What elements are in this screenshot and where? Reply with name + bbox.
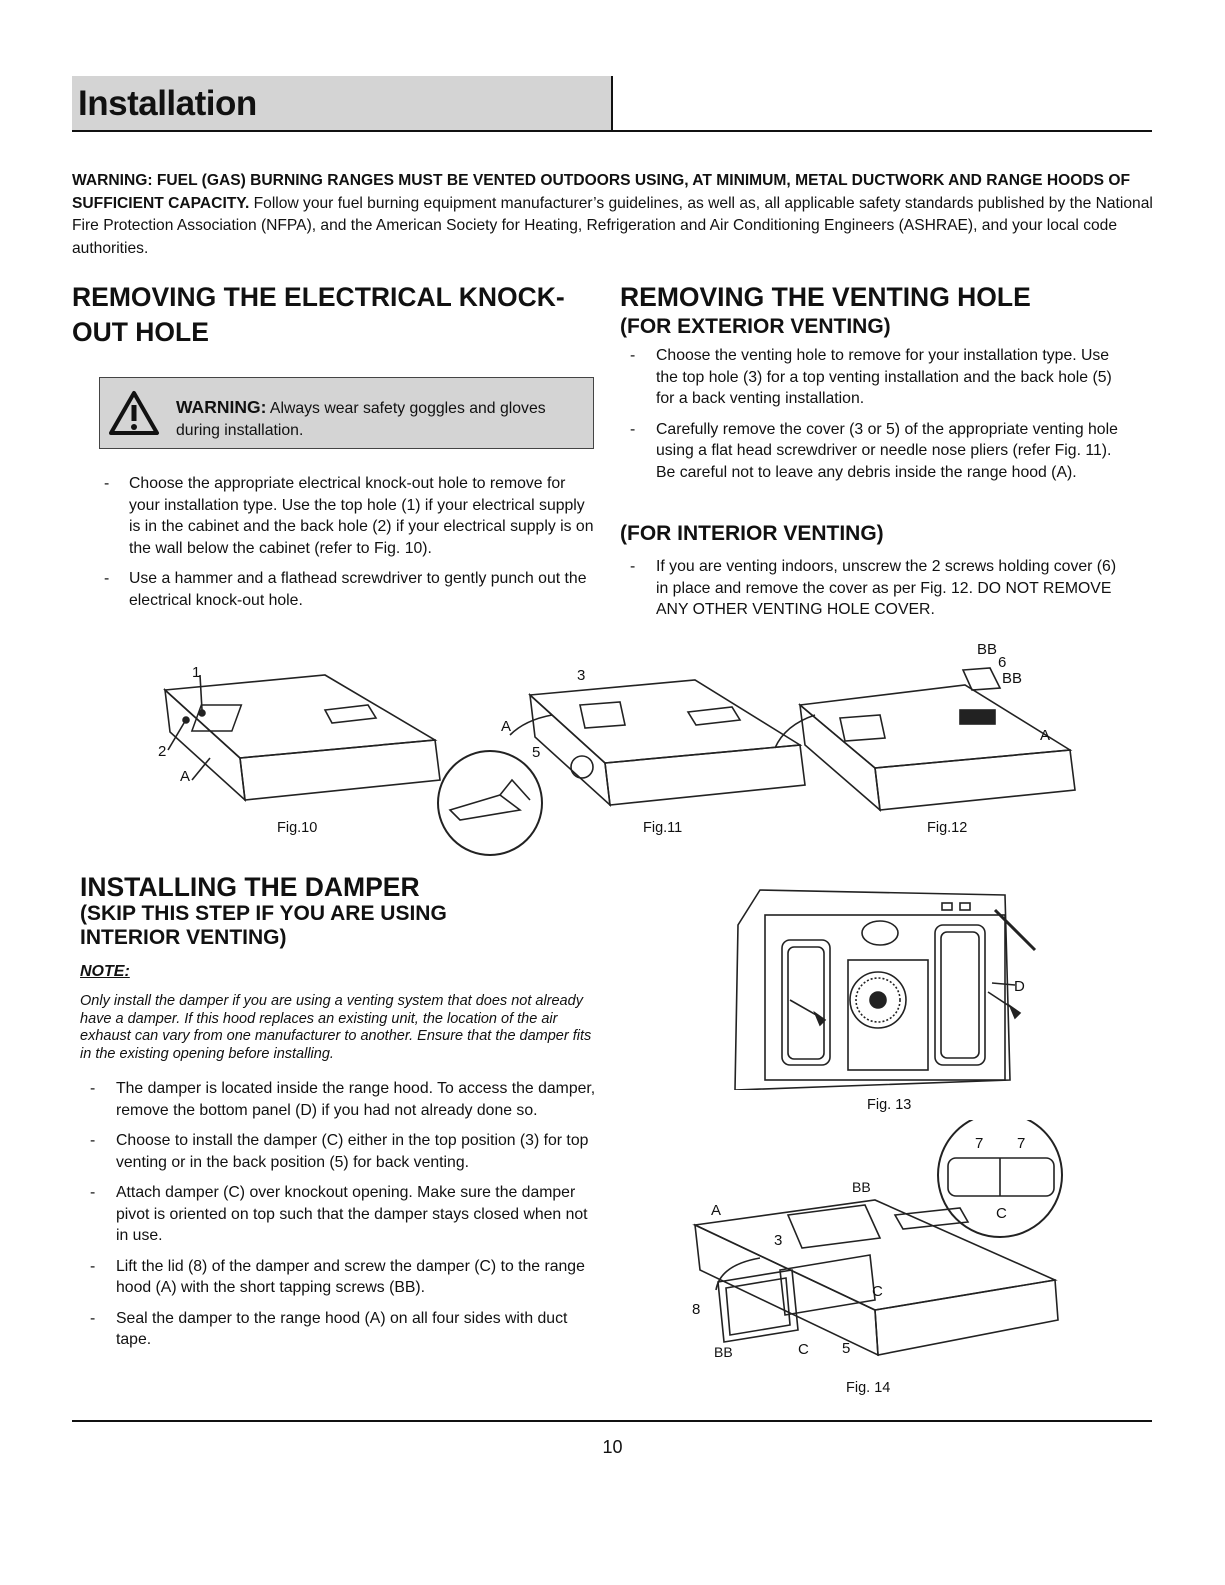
warning-triangle-icon	[109, 391, 159, 435]
fig11-label-5: 5	[532, 744, 540, 761]
header-bar	[72, 76, 613, 131]
fig14-drawing: 7 7 C BB A 3 C 8 BB C 5	[692, 1120, 1063, 1360]
fig11-hood-drawing	[437, 679, 806, 856]
interior-steps: If you are venting indoors, unscrew the …	[620, 556, 1130, 630]
damper-steps: The damper is located inside the range h…	[72, 1078, 597, 1360]
page-title: Installation	[78, 84, 257, 123]
fuel-warning: WARNING: FUEL (GAS) BURNING RANGES MUST …	[72, 170, 1162, 260]
knockout-title-line1: REMOVING THE ELECTRICAL KNOCK-	[72, 282, 565, 312]
list-item: Lift the lid (8) of the damper and screw…	[72, 1256, 597, 1299]
safety-warning-box: WARNING: Always wear safety goggles and …	[99, 377, 594, 449]
fig10-label-2: 2	[158, 743, 166, 760]
list-item: Choose the venting hole to remove for yo…	[620, 345, 1125, 410]
figures-10-12: 1 2 A 3 A 5 BB 6 BB A	[158, 641, 1076, 856]
fig13-caption: Fig. 13	[867, 1097, 912, 1113]
damper-subtitle-line2: INTERIOR VENTING)	[80, 926, 287, 949]
interior-venting-title: (FOR INTERIOR VENTING)	[620, 522, 884, 545]
fuel-warning-text: Follow your fuel burning equipment manuf…	[72, 194, 1153, 257]
fig14-label-7-right: 7	[1017, 1135, 1025, 1152]
venting-section: REMOVING THE VENTING HOLE (FOR EXTERIOR …	[620, 280, 1160, 339]
footer-rule	[72, 1420, 1152, 1422]
fig14-label-a: A	[711, 1202, 721, 1219]
page-number: 10	[602, 1437, 623, 1457]
knockout-section: REMOVING THE ELECTRICAL KNOCK- OUT HOLE	[72, 280, 612, 350]
list-item: Attach damper (C) over knockout opening.…	[72, 1182, 597, 1247]
exterior-steps: Choose the venting hole to remove for yo…	[620, 345, 1125, 492]
note-label: NOTE:	[80, 963, 130, 980]
header-rule	[72, 130, 1152, 132]
list-item: Use a hammer and a flathead screwdriver …	[72, 568, 600, 611]
fig10-label-a: A	[180, 768, 190, 785]
fig11-label-3: 3	[577, 667, 585, 684]
fig14-label-3: 3	[774, 1232, 782, 1249]
fig14-label-c-bottom: C	[798, 1341, 809, 1358]
damper-title: INSTALLING THE DAMPER	[80, 872, 420, 902]
fig14-label-5: 5	[842, 1340, 850, 1357]
list-item: Choose to install the damper (C) either …	[72, 1130, 597, 1173]
list-item: Carefully remove the cover (3 or 5) of t…	[620, 419, 1125, 484]
fig10-label-1: 1	[192, 664, 200, 681]
list-item: If you are venting indoors, unscrew the …	[620, 556, 1130, 621]
exterior-venting-title: (FOR EXTERIOR VENTING)	[620, 315, 891, 338]
fig13-label-d: D	[1014, 978, 1025, 995]
damper-subtitle-line1: (SKIP THIS STEP IF YOU ARE USING	[80, 902, 447, 925]
fig11-caption: Fig.11	[643, 820, 683, 836]
fig12-label-a: A	[1040, 727, 1050, 744]
fig14-label-bb-top: BB	[852, 1179, 871, 1195]
note-text: Only install the damper if you are using…	[80, 993, 592, 1062]
list-item: Choose the appropriate electrical knock-…	[72, 473, 600, 559]
fig14-label-8: 8	[692, 1301, 700, 1318]
safety-warning-label: WARNING:	[176, 397, 267, 417]
fig14-caption: Fig. 14	[846, 1380, 891, 1396]
fig14-label-c-mid: C	[872, 1283, 883, 1300]
safety-warning-text: WARNING: Always wear safety goggles and …	[176, 396, 576, 442]
fig11-label-a: A	[501, 718, 511, 735]
damper-section: INSTALLING THE DAMPER (SKIP THIS STEP IF…	[80, 872, 640, 950]
list-item: Seal the damper to the range hood (A) on…	[72, 1308, 597, 1351]
fig14-label-c-detail: C	[996, 1205, 1007, 1222]
fig10-caption: Fig.10	[277, 820, 318, 836]
safety-warning-body: Always wear safety goggles and gloves du…	[176, 400, 546, 439]
fig13-drawing: D	[734, 889, 1037, 1090]
venting-title: REMOVING THE VENTING HOLE	[620, 282, 1031, 312]
fig14-label-7-left: 7	[975, 1135, 983, 1152]
fig12-hood-drawing	[774, 667, 1076, 812]
fuel-warning-bold: WARNING: FUEL (GAS) BURNING RANGES MUST …	[72, 172, 1131, 212]
knockout-title-line2: OUT HOLE	[72, 317, 209, 347]
fig14-label-bb-bottom: BB	[714, 1344, 733, 1360]
fig12-label-6: 6	[998, 654, 1006, 671]
knockout-steps: Choose the appropriate electrical knock-…	[72, 473, 600, 620]
list-item: The damper is located inside the range h…	[72, 1078, 597, 1121]
fig10-hood-drawing	[163, 674, 441, 803]
fig12-label-bb-right: BB	[1002, 670, 1022, 687]
fig12-caption: Fig.12	[927, 820, 968, 836]
fig12-label-bb-top: BB	[977, 641, 997, 658]
